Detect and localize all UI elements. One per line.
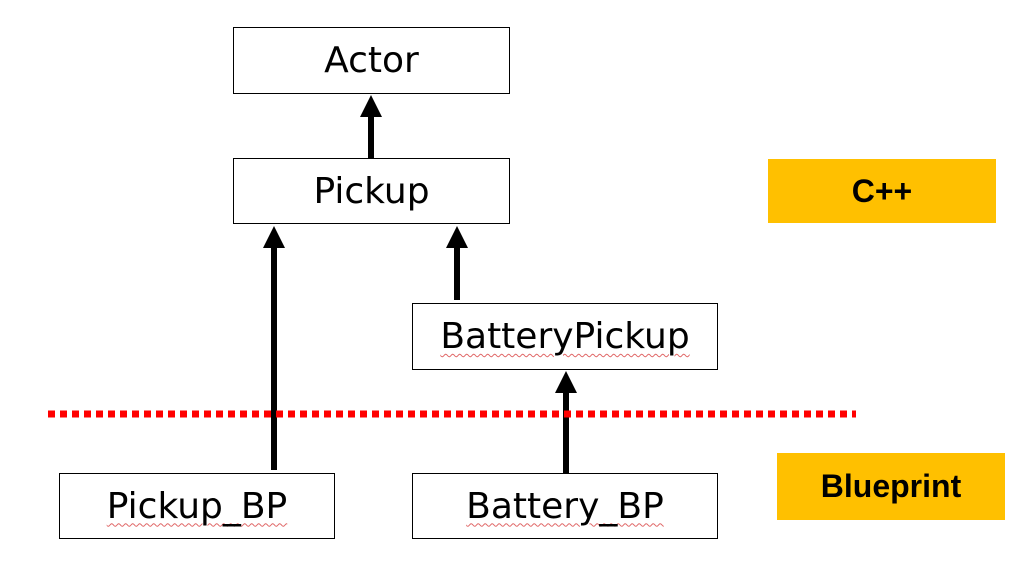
battery-pickup-node-label: BatteryPickup [440, 316, 690, 357]
arrow-battery-bp-to-battery-pickup [555, 371, 577, 473]
cpp-region-label: C++ [851, 172, 913, 209]
battery-bp-node-label: Battery_BP [466, 485, 664, 527]
arrow-pickup-bp-to-pickup [263, 226, 285, 470]
pickup-bp-node: Pickup_BP [59, 473, 335, 539]
battery-pickup-node: BatteryPickup [412, 303, 718, 370]
blueprint-region-tag: Blueprint [777, 453, 1005, 520]
pickup-node-label: Pickup [313, 170, 430, 212]
actor-node: Actor [233, 27, 510, 94]
pickup-node: Pickup [233, 158, 510, 224]
cpp-region-tag: C++ [768, 159, 996, 223]
arrow-battery-pickup-to-pickup [446, 226, 468, 300]
actor-node-label: Actor [324, 40, 419, 81]
pickup-bp-node-label: Pickup_BP [106, 485, 288, 527]
arrow-pickup-to-actor [360, 95, 382, 158]
battery-bp-node: Battery_BP [412, 473, 718, 539]
blueprint-region-label: Blueprint [820, 468, 962, 504]
